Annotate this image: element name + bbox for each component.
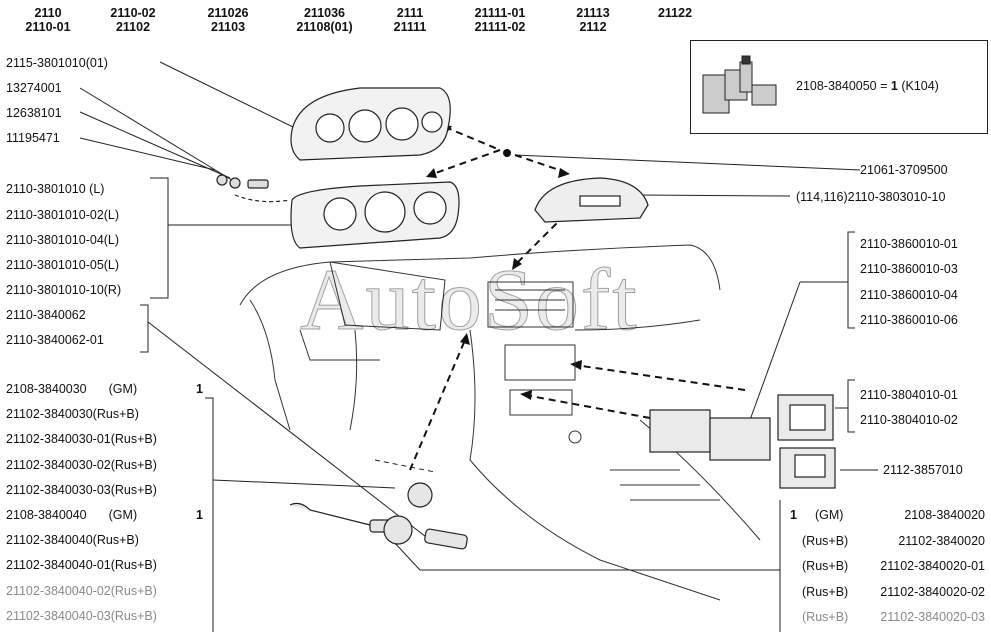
switch-row: 21102-3840040-02(Rus+B) — [6, 584, 157, 598]
variant: (GM) — [108, 382, 138, 396]
part-code: 21102-3840020-01 — [880, 559, 985, 573]
part-code: 21102-3840040-01 — [6, 558, 111, 573]
switch-row: 21102-3840040-03(Rus+B) — [6, 609, 157, 623]
part-label: 2110-3801010-04(L) — [6, 233, 120, 247]
part-code: 21102-3840040-03 — [6, 608, 111, 623]
kit-label: 2108-3840050 = 1 (K104) — [796, 79, 939, 93]
variant: (Rus+B) — [802, 559, 849, 573]
part-label: 2110-3801010 (L) — [6, 182, 105, 196]
switch-row: 21102-3840040-01(Rus+B) — [6, 558, 157, 572]
model-col-8: 21122 — [657, 6, 693, 20]
variant: (Rus+B) — [110, 558, 157, 573]
part-code: 2108-3840030 — [6, 382, 87, 396]
switch-row: 21102-3840030-03(Rus+B) — [6, 483, 157, 497]
part-code: 2108-3840040 — [6, 508, 87, 522]
part-label: 12638101 — [6, 106, 62, 120]
variant: (Rus+B) — [92, 533, 139, 548]
part-label: 2110-3840062-01 — [6, 333, 104, 347]
kit-box: 2108-3840050 = 1 (K104) — [690, 40, 988, 134]
variant: (Rus+B) — [802, 610, 849, 624]
part-label: 2115-3801010(01) — [6, 56, 108, 70]
switch-row: 21102-3840030(Rus+B) — [6, 407, 139, 421]
part-label: 2110-3804010-02 — [860, 413, 958, 427]
variant: (Rus+B) — [110, 583, 157, 598]
variant: (Rus+B) — [802, 584, 849, 599]
variant: (Rus+B) — [92, 407, 139, 422]
switch-row: 21102-3840040(Rus+B) — [6, 533, 139, 547]
part-code: 21102-3840020 — [898, 533, 985, 548]
part-label: (114,116)2110-3803010-10 — [796, 190, 946, 204]
part-code: 21102-3840030-01 — [6, 432, 111, 447]
variant: (Rus+B) — [110, 432, 157, 447]
part-code: 21102-3840020-03 — [880, 610, 985, 624]
part-label: 11195471 — [6, 131, 60, 145]
switch-row: 21102-3840030-02(Rus+B) — [6, 458, 157, 472]
quantity: 1 — [196, 508, 203, 522]
variant: (Rus+B) — [110, 457, 157, 472]
part-label: 2110-3860010-04 — [860, 288, 958, 302]
part-label: 13274001 — [6, 81, 62, 95]
part-label: 2110-3840062 — [6, 308, 86, 322]
part-code: 21102-3840030 — [6, 407, 93, 422]
part-code: 21102-3840030-03 — [6, 482, 111, 497]
quantity: 1 — [790, 508, 797, 522]
quantity: 1 — [196, 382, 203, 396]
switch-row: 2108-3840040 (GM) 1 — [6, 508, 203, 522]
part-label: 2110-3860010-03 — [860, 262, 958, 276]
variant: (Rus+B) — [110, 608, 157, 623]
part-code: 2108-3840020 — [904, 508, 985, 522]
part-code: 21102-3840020-02 — [880, 584, 985, 599]
part-code: 21102-3840030-02 — [6, 457, 111, 472]
variant: (GM) — [815, 508, 844, 522]
watermark: AutoSoft — [300, 252, 639, 350]
variant: (Rus+B) — [802, 533, 849, 548]
part-label: 2110-3801010-02(L) — [6, 208, 120, 222]
variant: (Rus+B) — [110, 482, 157, 497]
variant: (GM) — [108, 508, 138, 522]
part-label: 21061-3709500 — [860, 163, 948, 177]
part-label: 2110-3801010-10(R) — [6, 283, 122, 297]
switch-row: 21102-3840030-01(Rus+B) — [6, 432, 157, 446]
part-label: 2110-3801010-05(L) — [6, 258, 120, 272]
part-label: 2110-3804010-01 — [860, 388, 958, 402]
part-label: 2110-3860010-01 — [860, 237, 958, 251]
part-code: 21102-3840040 — [6, 533, 93, 548]
switch-row: 2108-3840030 (GM) 1 — [6, 382, 203, 396]
part-code: 21102-3840040-02 — [6, 583, 111, 598]
part-label: 2112-3857010 — [883, 463, 963, 477]
part-label: 2110-3860010-06 — [860, 313, 958, 327]
